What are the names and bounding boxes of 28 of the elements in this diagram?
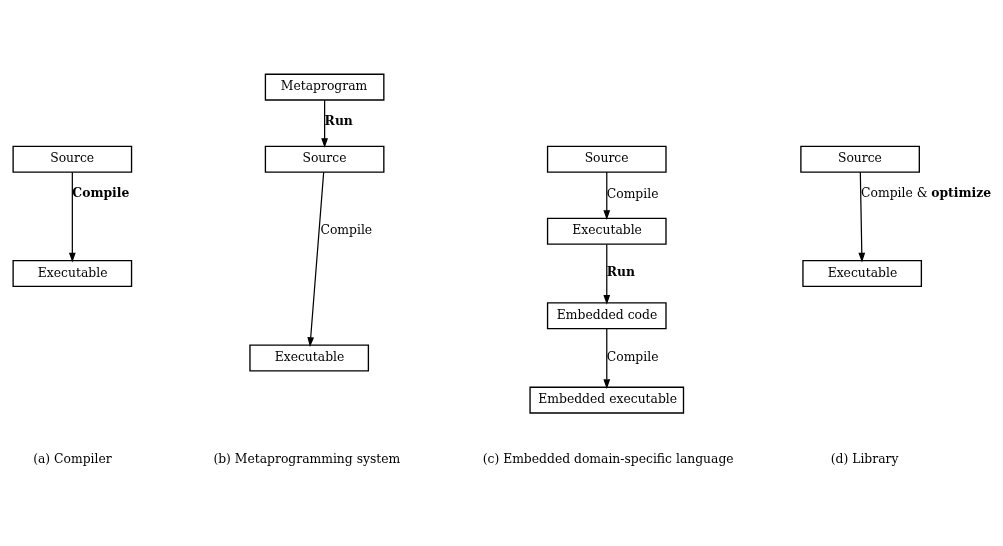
node-box: Source [11,145,132,173]
node-box: Executable [546,217,667,245]
label: (c) Embedded domain-specific language [482,451,734,466]
node-box: Source [546,145,667,173]
edge-label: Run [324,112,353,128]
label: (d) Library [830,451,898,466]
node-box: Executable [248,343,369,371]
edge-label: Compile & optimize [860,184,991,200]
arrow [68,171,76,262]
edge-label: Compile [606,349,658,364]
node-box: Embedded code [546,301,667,329]
arrow [602,327,610,389]
node-box: Source [264,145,384,173]
edge-label: Run [606,263,635,279]
arrow [602,243,610,305]
node-box: Source [799,145,920,173]
arrow [857,171,865,262]
arrow [306,171,324,347]
node-box: Executable [801,259,922,287]
edge-label: Compile [606,186,658,201]
edge-label: Compile [320,222,372,237]
label: (b) Metaprogramming system [212,451,400,466]
node-box: Executable [11,259,132,287]
label: (a) Compiler [32,451,112,466]
node-box: Embedded executable [528,386,684,414]
arrow [320,98,328,148]
arrow [602,171,610,220]
node-box: Metaprogram [264,73,384,101]
